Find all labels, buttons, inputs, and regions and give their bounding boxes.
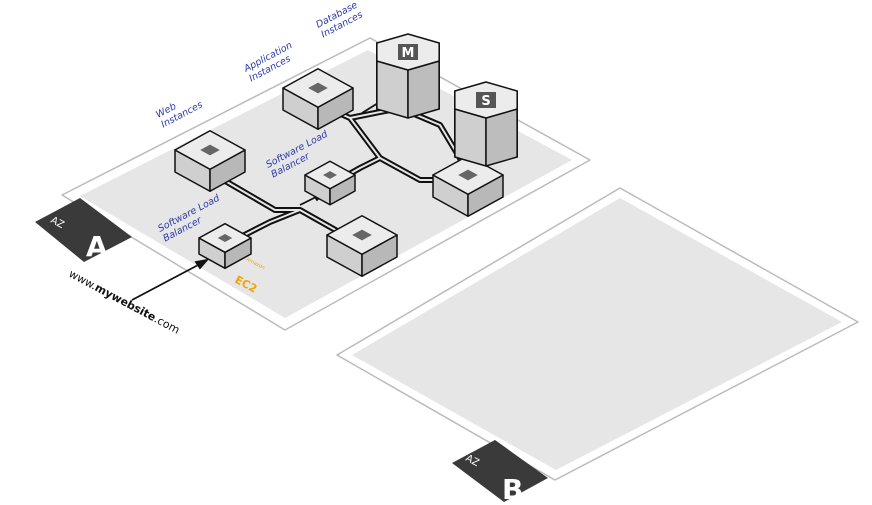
chip-icon — [323, 171, 337, 179]
db-letter: S — [481, 94, 490, 109]
db-slave: S — [454, 81, 518, 167]
database-instances: MS — [376, 33, 518, 167]
chip-icon — [217, 233, 233, 243]
database-instances-label: Database Instances — [314, 0, 364, 40]
website-url: www.mywebsite.com — [67, 267, 182, 337]
load-balancer-1 — [304, 160, 356, 206]
chip-icon — [458, 169, 478, 181]
svg-text:A: A — [86, 230, 108, 263]
db-letter: M — [402, 46, 415, 61]
availability-zone-b — [336, 187, 859, 481]
instances — [174, 68, 504, 277]
load-balancer-2 — [198, 222, 252, 270]
web-instance-2 — [326, 215, 398, 277]
chip-icon — [308, 82, 328, 94]
az-a-tag: AZ A — [35, 198, 132, 263]
db-badge-icon — [476, 92, 496, 108]
web-instances-label: Web Instances — [154, 99, 204, 130]
svg-text:www.mywebsite.com: www.mywebsite.com — [67, 267, 182, 337]
db-master: M — [376, 33, 440, 119]
app-instance-1 — [282, 68, 354, 130]
chip-icon — [200, 144, 220, 156]
chip-icon — [352, 229, 372, 241]
db-badge-icon — [398, 44, 418, 60]
svg-text:B: B — [502, 473, 523, 505]
az-b-tag: AZ B — [452, 440, 548, 505]
web-instance-1 — [174, 130, 246, 192]
